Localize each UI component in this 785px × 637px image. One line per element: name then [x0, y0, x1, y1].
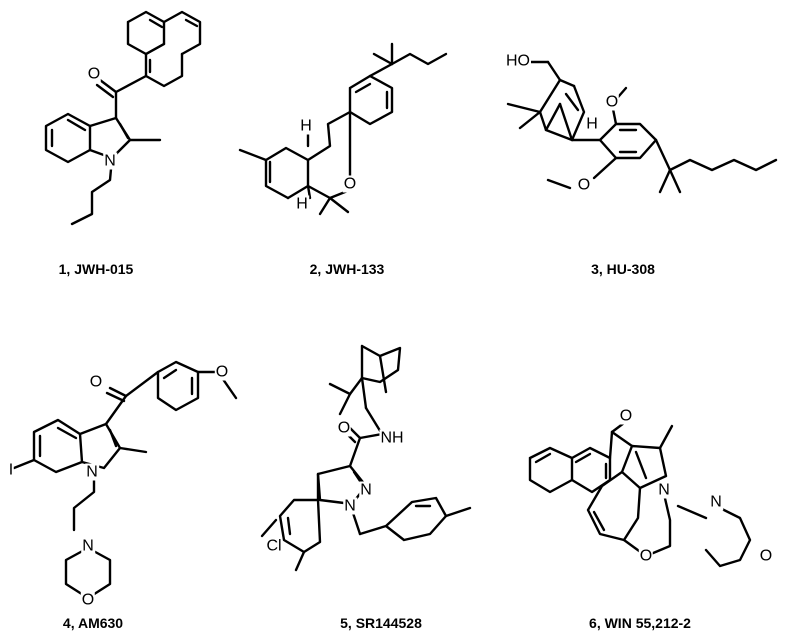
- atom-o-4c: O: [80, 591, 96, 609]
- atom-o-3b: O: [576, 176, 592, 194]
- atom-n-4a: N: [85, 463, 99, 481]
- caption-compound-2: 2, JWH-133: [309, 261, 385, 277]
- atom-n-4b: N: [81, 537, 95, 555]
- atom-i-4: I: [7, 461, 15, 479]
- structure-1-bonds: [44, 10, 202, 226]
- atom-o-5: O: [336, 419, 352, 437]
- atom-o-6b: O: [638, 547, 654, 565]
- atom-n-5b: N: [343, 497, 357, 515]
- atom-n-1: N: [103, 152, 117, 170]
- caption-compound-1: 1, JWH-015: [58, 261, 134, 277]
- atom-n-5a: N: [359, 481, 373, 499]
- atom-h-2b: H: [295, 195, 309, 213]
- caption-compound-6: 6, WIN 55,212-2: [589, 615, 691, 631]
- caption-compound-3: 3, HU-308: [591, 261, 655, 277]
- atom-o-4a: O: [88, 373, 104, 391]
- atom-n-6a: N: [657, 481, 671, 499]
- atom-n-6b: N: [709, 493, 723, 511]
- structure-6-bonds: [528, 418, 752, 568]
- atom-o-2: O: [342, 175, 358, 193]
- caption-compound-4: 4, AM630: [62, 615, 124, 631]
- structure-5-bonds: [260, 344, 472, 572]
- atom-cl-5: Cl: [265, 537, 283, 555]
- atom-o-6c: O: [758, 547, 774, 565]
- atom-o-6a: O: [618, 407, 634, 425]
- atom-nh-5: NH: [379, 429, 405, 447]
- structure-3-bonds: [506, 60, 778, 194]
- atom-h-3: H: [585, 115, 599, 133]
- structure-2-bonds: [238, 42, 448, 216]
- atom-o-4b: O: [214, 363, 230, 381]
- caption-compound-5: 5, SR144528: [340, 615, 422, 631]
- structure-4-bonds: [12, 360, 238, 600]
- atom-ho-3: HO: [505, 52, 531, 70]
- atom-o-1: O: [86, 65, 102, 83]
- atom-o-3a: O: [604, 93, 620, 111]
- atom-h-2a: H: [299, 117, 313, 135]
